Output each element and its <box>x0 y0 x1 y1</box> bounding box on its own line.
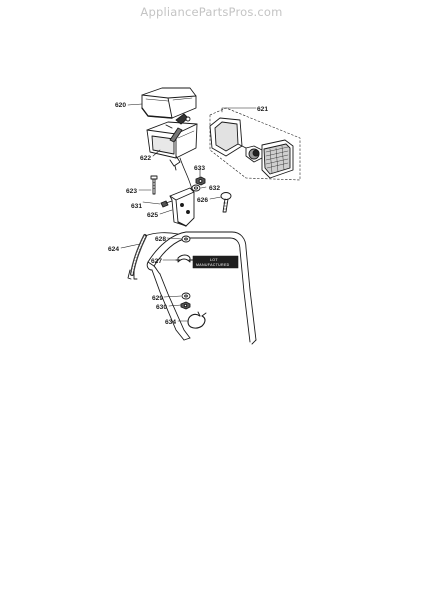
label-632: 632 <box>209 185 220 192</box>
label-620: 620 <box>115 102 126 109</box>
lamp-cover-part[interactable] <box>141 87 197 119</box>
label-630: 630 <box>156 304 167 311</box>
washer-629[interactable] <box>181 292 191 300</box>
bolt-623[interactable] <box>150 175 158 195</box>
label-629: 629 <box>152 295 163 302</box>
label-626: 626 <box>197 197 208 204</box>
nut-630[interactable] <box>180 301 191 310</box>
carriage-bolt-626[interactable] <box>220 192 232 213</box>
wire-harness-624[interactable] <box>127 232 179 280</box>
label-631: 631 <box>131 203 142 210</box>
label-633: 633 <box>194 165 205 172</box>
washer-632[interactable] <box>191 184 201 192</box>
part-labels: 620 621 622 623 624 625 626 627 628 629 … <box>108 102 268 326</box>
tag-line-1: LOT <box>210 258 218 262</box>
label-622: 622 <box>140 155 151 162</box>
label-624: 624 <box>108 246 119 253</box>
hose-clamp-634[interactable] <box>187 311 207 329</box>
lot-tag <box>192 255 239 269</box>
leader-lines <box>120 103 257 322</box>
headlight-assembly-621[interactable] <box>209 107 301 181</box>
lamp-base-part[interactable] <box>146 113 198 171</box>
label-621: 621 <box>257 106 268 113</box>
clamp-627[interactable] <box>175 254 194 263</box>
nut-633[interactable] <box>195 176 206 186</box>
tag-line-2: MANUFACTURED <box>196 263 230 267</box>
watermark: AppliancePartsPros.com <box>140 5 283 19</box>
screw-631[interactable] <box>160 200 173 208</box>
label-623: 623 <box>126 188 137 195</box>
label-628: 628 <box>155 236 166 243</box>
label-634: 634 <box>165 319 176 326</box>
handle-frame <box>146 231 257 345</box>
mounting-bracket-625[interactable] <box>169 187 195 227</box>
label-627: 627 <box>151 258 162 265</box>
label-625: 625 <box>147 212 158 219</box>
washer-628[interactable] <box>181 235 191 243</box>
